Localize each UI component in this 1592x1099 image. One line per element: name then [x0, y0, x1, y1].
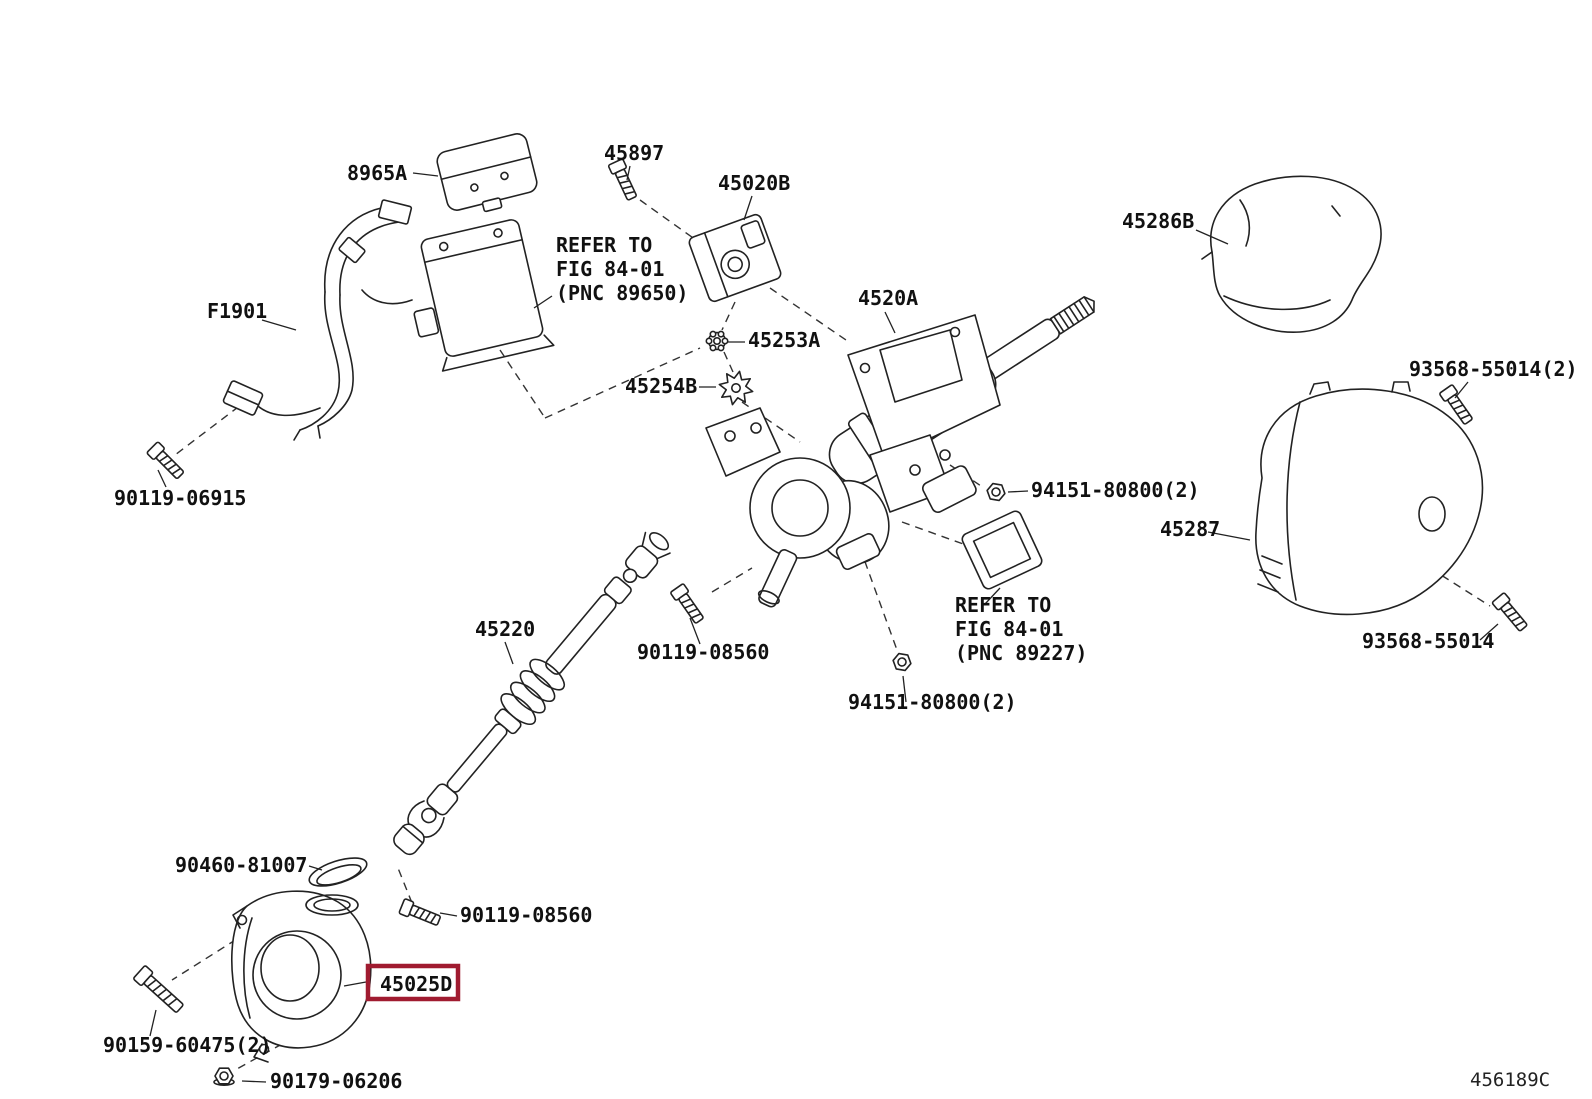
part-label-45020b[interactable]: 45020B [718, 171, 790, 195]
snap-ring-drawing [308, 857, 368, 887]
note-refer-fig8401-89650: REFER TO FIG 84-01 (PNC 89650) [556, 233, 688, 305]
part-label-90119-08560-b[interactable]: 90119-08560 [460, 903, 592, 927]
part-label-45025d[interactable]: 45025D [380, 972, 452, 996]
note-refer-fig8401-89227: REFER TO FIG 84-01 (PNC 89227) [955, 593, 1087, 665]
part-label-94151-80800-a[interactable]: 94151-80800(2) [1031, 478, 1200, 502]
label-leader-lines [149, 165, 1499, 1083]
note-line: (PNC 89227) [955, 641, 1087, 665]
part-label-90179-06206[interactable]: 90179-06206 [270, 1069, 402, 1093]
note-line: FIG 84-01 [556, 257, 664, 281]
nut-94151-80800-a-drawing [984, 481, 1008, 503]
ps-ecu-drawing [961, 510, 1043, 590]
flange-nut-45253a-drawing [705, 330, 729, 352]
part-label-8965a[interactable]: 8965A [347, 161, 407, 185]
part-label-90119-08560-a[interactable]: 90119-08560 [637, 640, 769, 664]
bolt-90119-06915-drawing [145, 440, 187, 482]
gear-45254b-drawing [715, 367, 757, 409]
highlighted-part-label-45025d[interactable]: 45025D [365, 963, 461, 1002]
part-label-45897[interactable]: 45897 [604, 141, 664, 165]
part-label-45220[interactable]: 45220 [475, 617, 535, 641]
screw-93568-55014-drawing [1491, 591, 1531, 635]
ecu-bracket-drawing [413, 219, 555, 372]
steering-column-drawing [705, 296, 1095, 608]
lower-column-cover-drawing [1255, 381, 1484, 616]
part-label-90159-60475-2[interactable]: 90159-60475(2) [103, 1033, 272, 1057]
part-label-93568-55014[interactable]: 93568-55014 [1362, 629, 1494, 653]
bolt-90119-08560-b-drawing [398, 897, 443, 930]
part-label-45286b[interactable]: 45286B [1122, 209, 1194, 233]
note-line: REFER TO [955, 593, 1051, 617]
part-label-90119-06915[interactable]: 90119-06915 [114, 486, 246, 510]
part-label-4520a[interactable]: 4520A [858, 286, 918, 310]
part-label-45254b[interactable]: 45254B [625, 374, 697, 398]
part-label-93568-55014-2[interactable]: 93568-55014(2) [1409, 357, 1578, 381]
bolt-90159-60475-drawing [132, 964, 187, 1017]
nut-94151-80800-b-drawing [890, 651, 914, 673]
part-label-94151-80800-b[interactable]: 94151-80800(2) [848, 690, 1017, 714]
note-line: (PNC 89650) [556, 281, 688, 305]
part-label-90460-81007[interactable]: 90460-81007 [175, 853, 307, 877]
hole-cover-drawing [231, 890, 372, 1063]
note-line: FIG 84-01 [955, 617, 1063, 641]
upper-column-cover-drawing [1201, 175, 1382, 333]
key-interlock-solenoid-drawing [688, 213, 782, 303]
intermediate-shaft-drawing [393, 531, 671, 856]
part-label-45253a[interactable]: 45253A [748, 328, 820, 352]
part-label-45287[interactable]: 45287 [1160, 517, 1220, 541]
note-line: REFER TO [556, 233, 652, 257]
bolt-90119-08560-a-drawing [669, 582, 707, 627]
nut-90179-06206-drawing [213, 1067, 235, 1086]
wire-harness-drawing [222, 199, 413, 441]
highlight-box [365, 963, 461, 1002]
relay-drawing [436, 133, 538, 213]
diagram-code: 456189C [1470, 1069, 1550, 1091]
bolt-45897-drawing [607, 157, 641, 203]
part-label-f1901[interactable]: F1901 [207, 299, 267, 323]
